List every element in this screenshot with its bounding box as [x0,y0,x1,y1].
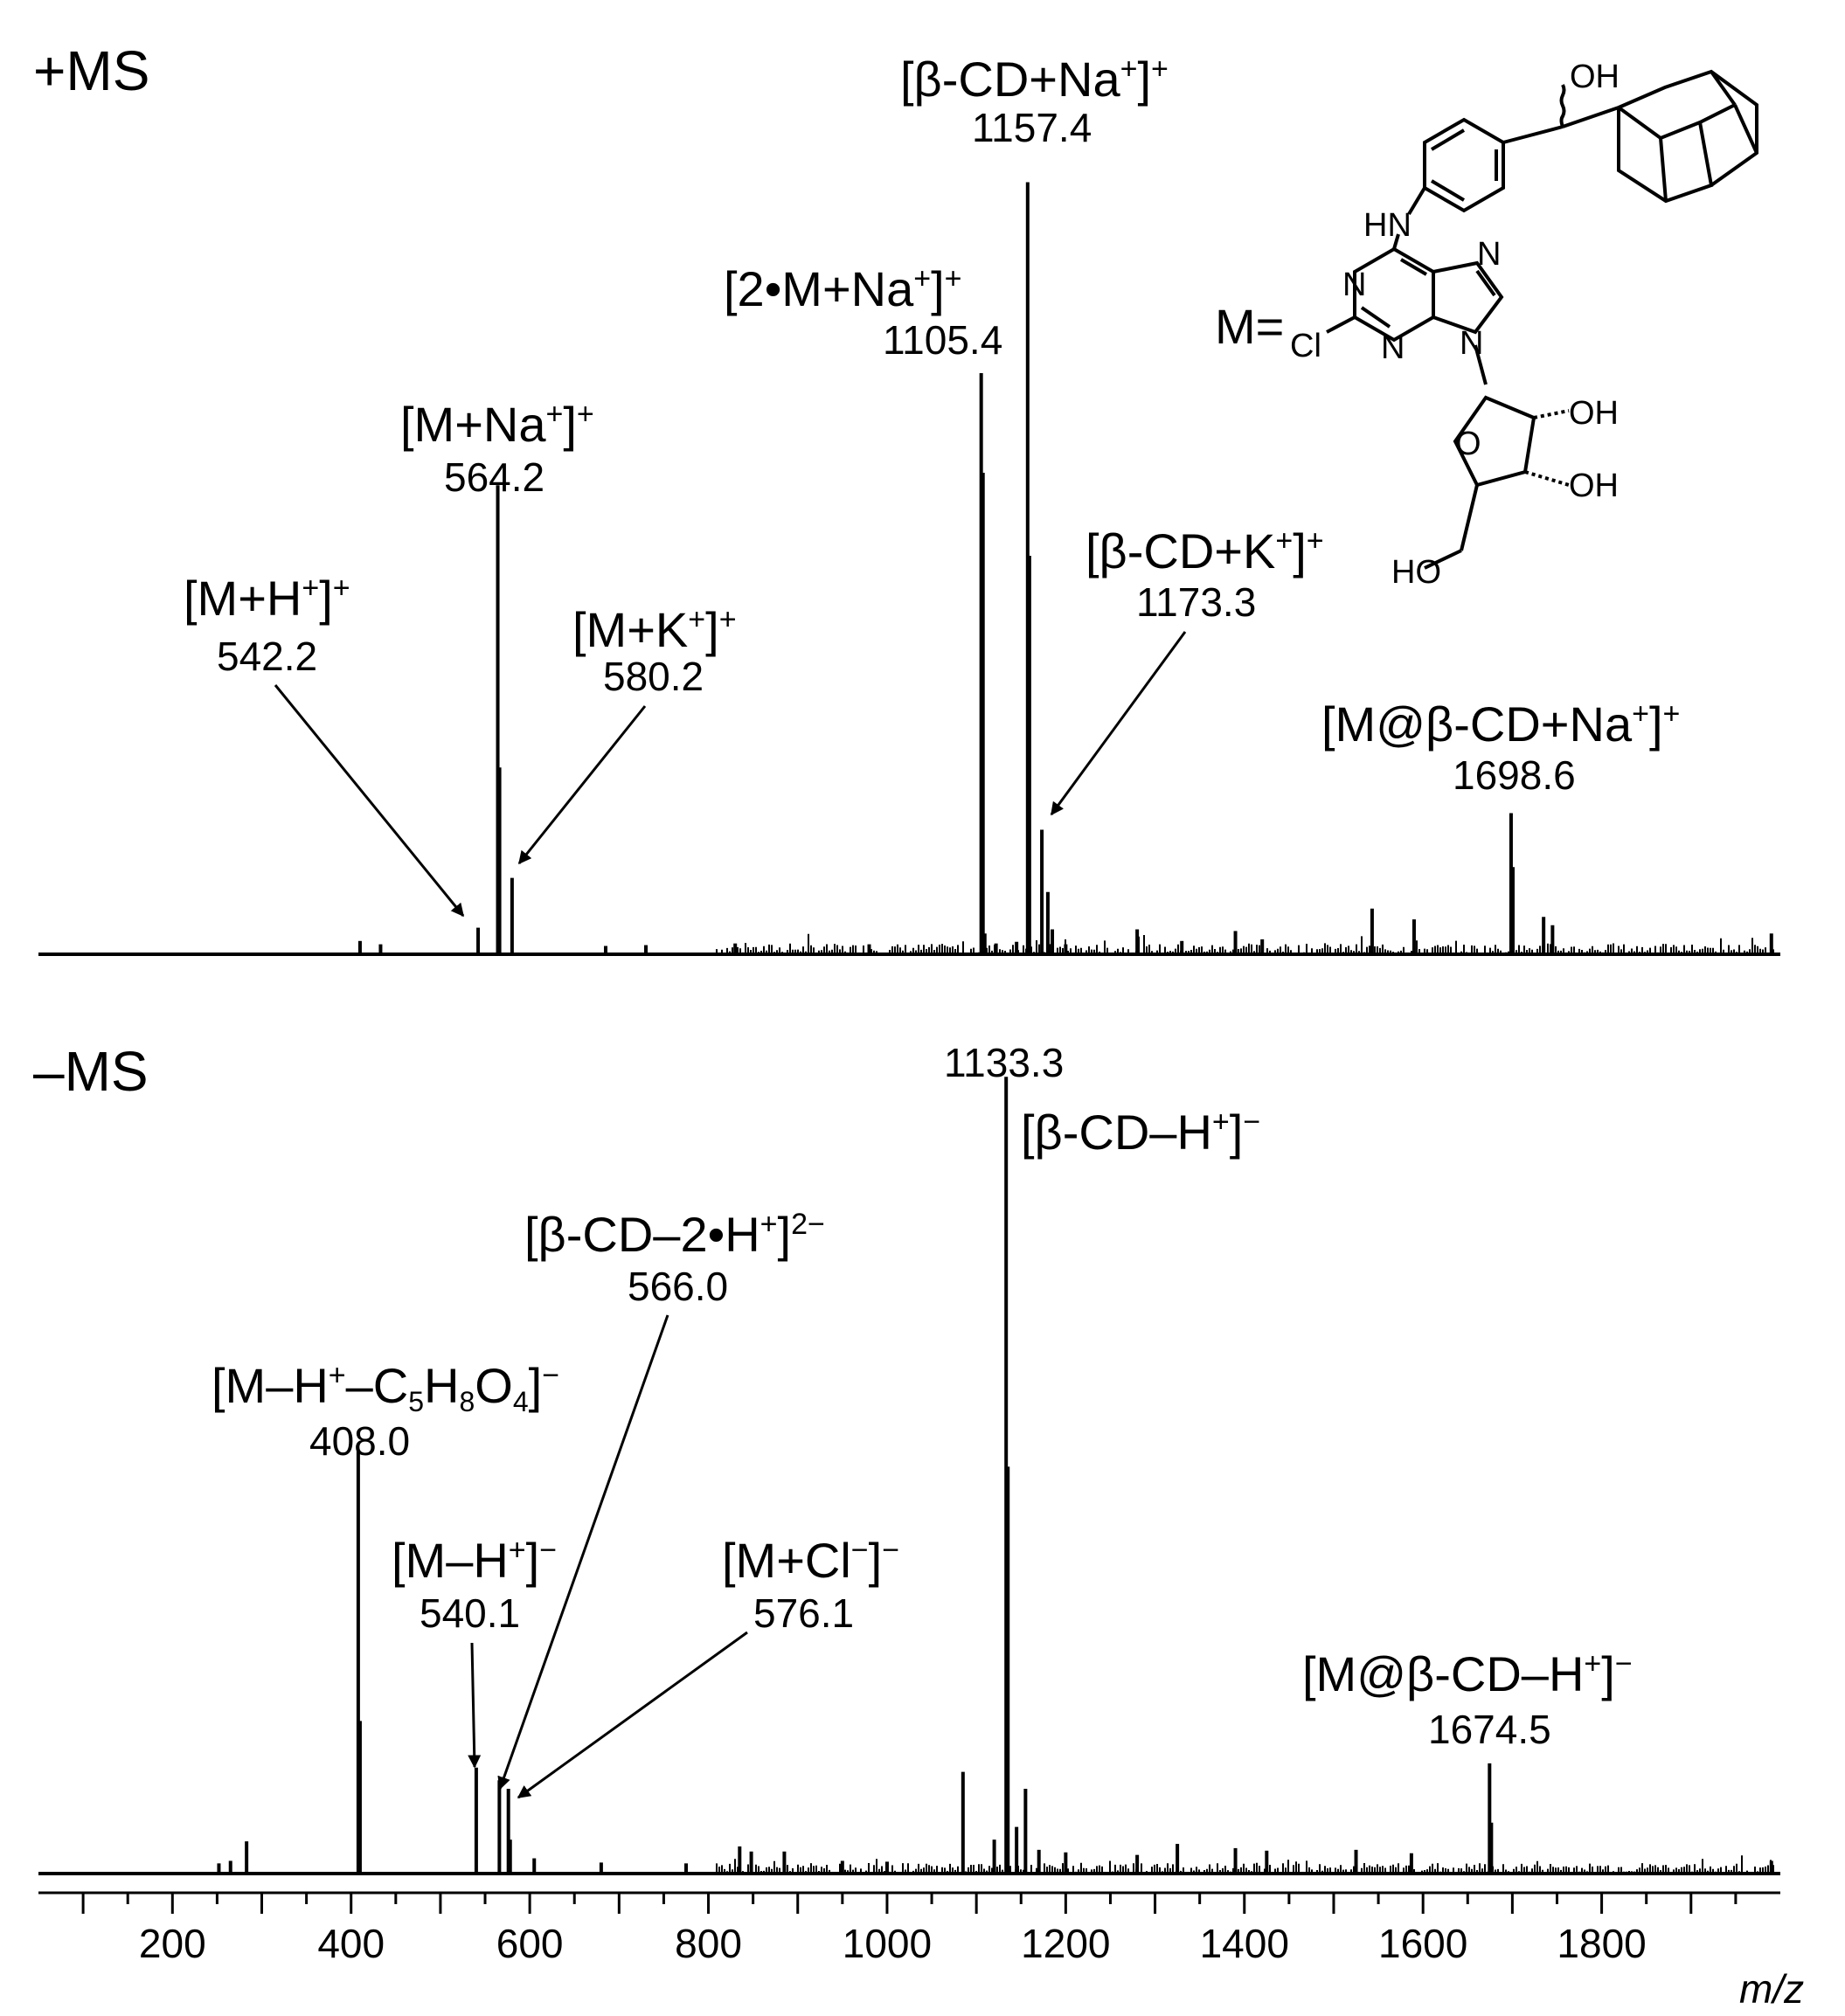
svg-text:[M+Cl−]−: [M+Cl−]− [722,1533,899,1588]
panel-title-positive: +MS [33,39,149,102]
noise-negative [716,1855,1774,1874]
svg-text:[M+Na+]+: [M+Na+]+ [400,397,594,452]
label-542: 542.2 [217,634,317,679]
noise-positive [716,933,1774,954]
svg-text:[M@β-CD–H+]−: [M@β-CD–H+]− [1302,1646,1633,1701]
annotation-M-H-C5H8O4: [M–H+–C5H8O4]− 408.0 [212,1358,559,1464]
annotation-M-Na: [M+Na+]+ 564.2 [400,397,594,500]
molecule-structure: M= [1215,59,1758,591]
annotation-bCD-K: [β-CD+K+]+ 1173.3 [1050,523,1324,816]
x-tick-label: 1200 [1021,1921,1110,1966]
positive-ms-panel: +MS [M+H+]+ 542.2 [M+Na+]+ 564.2 [M+K+]+… [33,39,1780,956]
spectrum-negative [217,1077,1773,1874]
svg-text:[β-CD+Na+]+: [β-CD+Na+]+ [900,52,1169,107]
x-tick-label: 1600 [1378,1921,1467,1966]
label-580: 580.2 [603,654,704,699]
atom-n-1: N [1477,236,1501,273]
baseline-noise [716,1855,1774,1874]
atom-oh-1: OH [1570,59,1620,95]
svg-text:[β-CD+K+]+: [β-CD+K+]+ [1085,523,1324,578]
svg-text:[M+H+]+: [M+H+]+ [184,571,350,626]
x-tick-label: 1400 [1200,1921,1289,1966]
atom-o: O [1455,426,1481,462]
annotation-M-bCD-Na: [M@β-CD+Na+]+ 1698.6 [1321,696,1680,798]
baseline-noise [716,933,1774,954]
atom-hn: HN [1363,207,1411,244]
x-axis-label: m/z [1739,1966,1804,2012]
atom-cl: Cl [1290,328,1321,364]
annotation-M-Cl: [M+Cl−]− 576.1 [517,1533,899,1799]
svg-text:[M–H+–C5H8O4]−: [M–H+–C5H8O4]− [212,1358,559,1417]
label-1674: 1674.5 [1428,1707,1551,1752]
x-tick-label: 800 [675,1921,742,1966]
label-1698: 1698.6 [1453,752,1576,798]
x-tick-label: 600 [496,1921,564,1966]
annotation-bCD-2H: [β-CD–2•H+]2− 566.0 [497,1207,825,1791]
label-1157: 1157.4 [972,105,1092,150]
x-tick-label: 1800 [1557,1921,1646,1966]
svg-text:[M+K+]+: [M+K+]+ [572,602,737,657]
label-1105: 1105.4 [883,317,1002,363]
annotation-M-H-pos: [M+H+]+ 542.2 [184,571,465,918]
x-axis: 200 400 600 800 1000 1200 1400 1600 1800 m/z [38,1891,1804,2012]
atom-oh-3: OH [1569,468,1619,504]
annotation-2M-Na: [2•M+Na+]+ 1105.4 [724,261,1002,363]
atom-ho: HO [1391,554,1441,591]
annotation-bCD-Na: [β-CD+Na+]+ 1157.4 [900,52,1169,150]
label-540: 540.1 [420,1590,520,1636]
label-1173: 1173.3 [1136,579,1256,625]
svg-text:[β-CD–2•H+]2−: [β-CD–2•H+]2− [524,1207,825,1262]
label-564: 564.2 [444,454,544,500]
atom-oh-2: OH [1569,395,1619,432]
atom-n-2: N [1342,267,1366,303]
annotation-bCD-H: 1133.3 [β-CD–H+]− [944,1040,1260,1160]
svg-text:[M@β-CD+Na+]+: [M@β-CD+Na+]+ [1321,696,1680,752]
svg-text:[β-CD–H+]−: [β-CD–H+]− [1021,1105,1260,1160]
panel-title-negative: –MS [33,1040,149,1103]
svg-text:[2•M+Na+]+: [2•M+Na+]+ [724,261,962,316]
x-tick-label: 1000 [843,1921,932,1966]
atom-n-3: N [1381,329,1405,366]
spectrum-positive [357,182,1773,954]
annotation-M-H-neg: [M–H+]− 540.1 [392,1533,557,1769]
negative-ms-panel: –MS [M–H+–C5H8O4]− 408.0 [M–H+]− 540.1 [… [33,1040,1804,2012]
label-1133: 1133.3 [944,1040,1064,1085]
label-576: 576.1 [753,1590,854,1636]
x-axis-ticks: 200 400 600 800 1000 1200 1400 1600 1800 [81,1893,1737,1966]
annotation-M-K: [M+K+]+ 580.2 [517,602,737,865]
annotation-M-bCD-H: [M@β-CD–H+]− 1674.5 [1302,1646,1633,1752]
structure-label: M= [1215,299,1284,354]
label-408: 408.0 [309,1418,410,1464]
x-tick-label: 200 [139,1921,206,1966]
svg-text:[M–H+]−: [M–H+]− [392,1533,557,1588]
label-566: 566.0 [628,1264,728,1309]
x-tick-label: 400 [317,1921,385,1966]
atom-n-4: N [1460,325,1483,362]
